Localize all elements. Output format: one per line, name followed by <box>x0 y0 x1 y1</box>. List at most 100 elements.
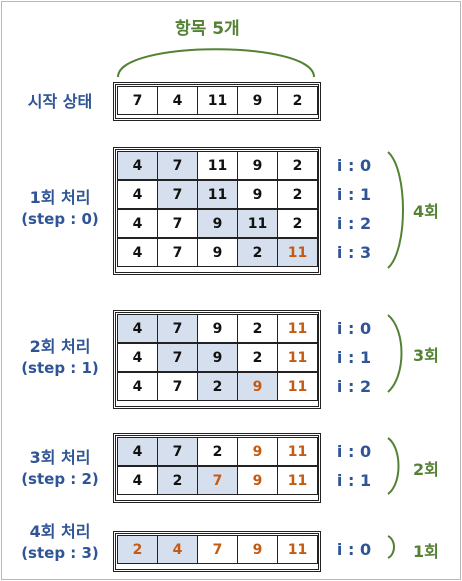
pass-4-title: 4회 처리 <box>29 522 91 541</box>
start-array-frame <box>113 82 321 121</box>
index-label: i : 0 <box>336 540 372 559</box>
array-cell: 4 <box>117 314 158 343</box>
array-cell: 11 <box>277 343 318 372</box>
pass-3-array-frame <box>113 433 321 503</box>
array-cell: 9 <box>237 437 278 466</box>
array-cell: 9 <box>237 151 278 180</box>
array-cell: 11 <box>197 86 238 115</box>
pass-2-title: 2회 처리 <box>29 337 91 356</box>
pass-2-comparison-count: 3회 <box>413 346 439 365</box>
array-cell: 2 <box>277 86 318 115</box>
array-cell: 4 <box>117 209 158 238</box>
array-cell: 7 <box>157 209 198 238</box>
array-cell: 9 <box>237 535 278 564</box>
array-cell: 4 <box>117 372 158 401</box>
array-cell: 11 <box>197 151 238 180</box>
array-cell: 4 <box>157 535 198 564</box>
array-cell: 2 <box>237 343 278 372</box>
array-cell: 11 <box>277 372 318 401</box>
array-cell: 9 <box>197 238 238 267</box>
array-cell: 11 <box>277 535 318 564</box>
array-cell: 7 <box>157 238 198 267</box>
array-cell: 2 <box>237 238 278 267</box>
pass-1-bracket <box>387 151 404 269</box>
array-cell: 9 <box>197 343 238 372</box>
item-count-label: 항목 5개 <box>175 19 240 39</box>
array-cell: 11 <box>197 180 238 209</box>
pass-2-step: (step : 1) <box>21 359 99 377</box>
array-cell: 2 <box>197 437 238 466</box>
array-cell: 4 <box>117 238 158 267</box>
pass-1-title: 1회 처리 <box>29 188 91 207</box>
array-cell: 9 <box>197 209 238 238</box>
array-cell: 9 <box>237 372 278 401</box>
index-label: i : 2 <box>336 377 372 396</box>
pass-1-array-frame <box>113 147 321 275</box>
array-cell: 4 <box>117 343 158 372</box>
pass-4-bracket <box>387 535 395 559</box>
array-cell: 2 <box>197 372 238 401</box>
array-cell: 2 <box>277 151 318 180</box>
array-cell: 9 <box>237 86 278 115</box>
index-label: i : 1 <box>336 185 372 204</box>
pass-4-comparison-count: 1회 <box>413 542 439 561</box>
array-cell: 7 <box>157 314 198 343</box>
array-cell: 2 <box>277 209 318 238</box>
index-label: i : 0 <box>336 156 372 175</box>
array-cell: 7 <box>157 437 198 466</box>
array-cell: 9 <box>197 314 238 343</box>
array-cell: 11 <box>277 314 318 343</box>
pass-3-step: (step : 2) <box>21 470 99 488</box>
array-cell: 9 <box>237 466 278 495</box>
array-cell: 4 <box>117 466 158 495</box>
array-cell: 7 <box>157 372 198 401</box>
header-bracket <box>117 48 315 78</box>
index-label: i : 2 <box>336 214 372 233</box>
array-cell: 4 <box>117 151 158 180</box>
array-cell: 7 <box>157 180 198 209</box>
array-cell: 11 <box>237 209 278 238</box>
pass-1-step: (step : 0) <box>21 210 99 228</box>
array-cell: 11 <box>277 466 318 495</box>
pass-2-bracket <box>387 314 403 393</box>
array-cell: 11 <box>277 238 318 267</box>
pass-3-bracket <box>387 437 400 495</box>
array-cell: 7 <box>197 535 238 564</box>
pass-4-step: (step : 3) <box>21 544 99 562</box>
array-cell: 2 <box>277 180 318 209</box>
array-cell: 4 <box>117 437 158 466</box>
array-cell: 7 <box>197 466 238 495</box>
pass-1-comparison-count: 4회 <box>413 202 439 221</box>
start-state-label: 시작 상태 <box>27 92 93 111</box>
array-cell: 4 <box>117 180 158 209</box>
array-cell: 9 <box>237 180 278 209</box>
index-label: i : 3 <box>336 243 372 262</box>
array-cell: 7 <box>157 151 198 180</box>
array-cell: 7 <box>157 343 198 372</box>
array-cell: 2 <box>237 314 278 343</box>
array-cell: 7 <box>117 86 158 115</box>
pass-3-title: 3회 처리 <box>29 448 91 467</box>
array-cell: 2 <box>117 535 158 564</box>
array-cell: 2 <box>157 466 198 495</box>
index-label: i : 1 <box>336 348 372 367</box>
pass-4-array-frame <box>113 531 321 572</box>
pass-2-array-frame <box>113 310 321 409</box>
pass-3-comparison-count: 2회 <box>413 460 439 479</box>
array-cell: 4 <box>157 86 198 115</box>
index-label: i : 0 <box>336 442 372 461</box>
index-label: i : 1 <box>336 471 372 490</box>
